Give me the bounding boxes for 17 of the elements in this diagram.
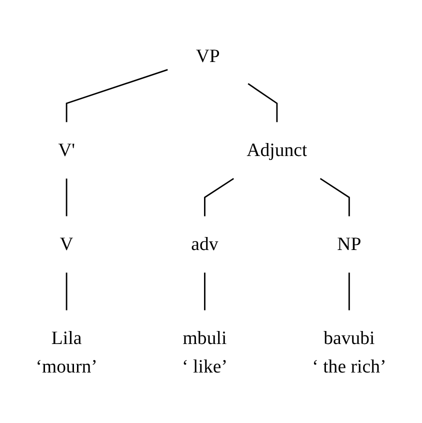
node-text: Lila ‘mourn’ xyxy=(36,328,98,378)
node-text: bavubi ‘ the rich’ xyxy=(312,328,386,378)
connector xyxy=(204,178,234,216)
node-text: adv xyxy=(191,234,218,255)
connector xyxy=(204,272,206,310)
connector xyxy=(66,272,68,310)
connector xyxy=(320,178,350,216)
connector xyxy=(66,178,68,216)
node-text: NP xyxy=(337,234,362,255)
connector xyxy=(66,69,168,122)
connector xyxy=(248,83,278,122)
node-text: mbuli ‘ like’ xyxy=(182,328,228,378)
node-text: V xyxy=(60,234,74,255)
node-text: VP xyxy=(196,46,220,67)
connector xyxy=(348,272,350,310)
node-text: V' xyxy=(58,140,76,161)
node-text: Adjunct xyxy=(246,140,308,161)
